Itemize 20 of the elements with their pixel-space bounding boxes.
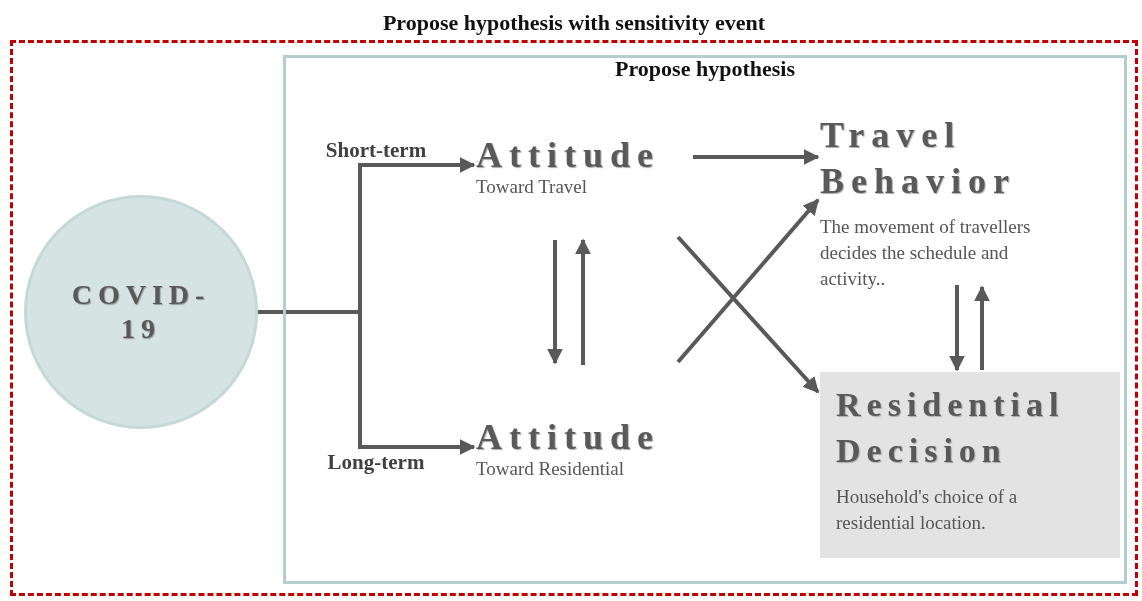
concept-description: Toward Travel [476, 175, 589, 199]
concept-heading: Attitude [476, 134, 661, 177]
decision-box [820, 372, 1120, 558]
concept-description: Household's choice of a residential location. [836, 485, 1019, 535]
panel-title: Propose hypothesis [614, 56, 796, 82]
arrow [676, 198, 820, 364]
arrow [676, 235, 820, 394]
frame-title: Propose hypothesis with sensitivity event [381, 10, 767, 36]
arrow [547, 240, 563, 365]
arrow [575, 238, 591, 365]
arrow [693, 149, 820, 165]
arrow [949, 285, 965, 372]
hypothesis-panel [283, 55, 1127, 584]
concept-heading: Attitude [476, 416, 661, 459]
arrow [974, 285, 990, 370]
concept-description: Toward Residential [476, 457, 625, 481]
concept-heading: Residential Decision [836, 385, 1066, 471]
concept-heading: Travel Behavior [820, 114, 1017, 203]
circle-label: COVID-19 [70, 278, 212, 346]
concept-description: The movement of travellers decides the schedule and activity.. [820, 215, 1032, 291]
